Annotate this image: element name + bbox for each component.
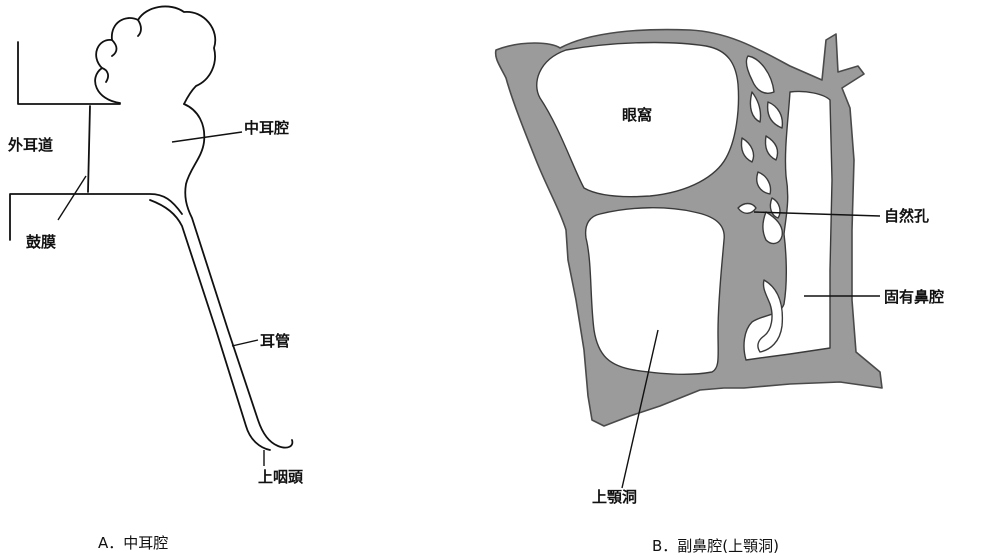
caption-a: A．中耳腔 [98, 534, 168, 552]
label-nasal-cavity-proper: 固有鼻腔 [884, 288, 944, 306]
eustachian-tube-inner-wall [150, 200, 270, 450]
maxillary-sinus-cavity [586, 208, 725, 374]
mastoid-cells-inner [102, 20, 141, 82]
leader-middle-ear [172, 132, 242, 142]
ear-canal-upper-wall [18, 42, 120, 104]
paranasal-sinus-diagram: 眼窩 自然孔 固有鼻腔 上顎洞 B．副鼻腔(上顎洞) [496, 30, 944, 555]
leader-eardrum [58, 176, 86, 220]
label-eardrum: 鼓膜 [26, 233, 56, 251]
label-external-ear-canal: 外耳道 [7, 136, 53, 154]
label-nasopharynx: 上咽頭 [258, 468, 304, 486]
label-eustachian-tube: 耳管 [260, 332, 290, 350]
middle-ear-wall [184, 104, 292, 448]
leader-eustachian-tube [232, 340, 258, 346]
label-natural-ostium: 自然孔 [884, 207, 929, 225]
label-middle-ear-cavity: 中耳腔 [244, 119, 289, 137]
eardrum-line [88, 106, 90, 192]
label-maxillary-sinus: 上顎洞 [592, 488, 637, 506]
middle-ear-diagram: 外耳道 中耳腔 鼓膜 耳管 上咽頭 A．中耳腔 [7, 6, 304, 552]
caption-b: B．副鼻腔(上顎洞) [652, 537, 779, 555]
label-orbit: 眼窩 [622, 106, 652, 124]
